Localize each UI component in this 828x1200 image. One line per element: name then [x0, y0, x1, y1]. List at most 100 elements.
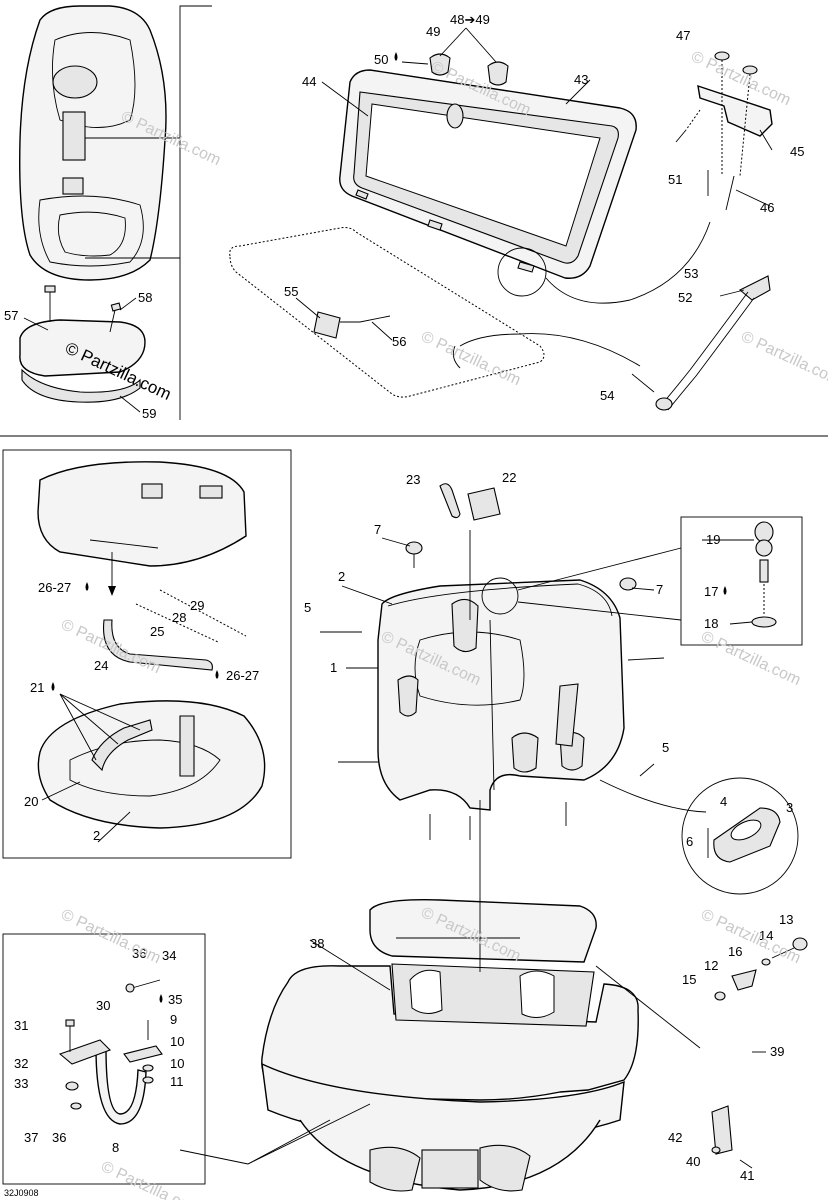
inset-box-bumper — [680, 516, 803, 646]
callout-56: 56 — [392, 334, 406, 349]
callout-31: 31 — [14, 1018, 28, 1033]
callout-9: 9 — [170, 1012, 177, 1027]
seat-shell — [19, 5, 167, 281]
bumper-inset — [751, 521, 777, 628]
callout-35: 35 — [168, 992, 182, 1007]
callout-36-upper: 36 — [132, 946, 146, 961]
rivet-46b — [725, 175, 735, 211]
drop-icons — [51, 52, 727, 1003]
callout-18: 18 — [704, 616, 718, 631]
callout-59: 59 — [142, 406, 156, 421]
cover-hole — [446, 103, 464, 129]
detail-circle-hinge — [497, 247, 547, 297]
callout-38: 38 — [310, 936, 324, 951]
callout-17: 17 — [704, 584, 718, 599]
handle-inset — [58, 979, 163, 1125]
callout-2-inset: 2 — [93, 828, 100, 843]
callout-21: 21 — [30, 680, 44, 695]
screw-34 — [131, 979, 161, 989]
callout-1: 1 — [330, 660, 337, 675]
lid-strut — [711, 937, 808, 1169]
section-frames — [0, 5, 828, 1185]
bracket-12 — [731, 969, 757, 991]
hinge-bracket — [675, 51, 773, 211]
hull-assembly — [179, 800, 701, 1192]
callout-39: 39 — [770, 1044, 784, 1059]
detail-circle-3 — [681, 777, 799, 895]
callout-40: 40 — [686, 1154, 700, 1169]
callout-14: 14 — [759, 928, 773, 943]
drop-icon — [159, 994, 163, 1003]
callout-10-lower: 10 — [170, 1056, 184, 1071]
callout-8: 8 — [112, 1140, 119, 1155]
callout-15: 15 — [682, 972, 696, 987]
tank-cover — [37, 461, 247, 567]
knob-48 — [429, 53, 451, 76]
callout-51: 51 — [668, 172, 682, 187]
callout-37: 37 — [24, 1130, 38, 1145]
callout-45: 45 — [790, 144, 804, 159]
drop-icon — [51, 682, 55, 691]
storage-bin — [377, 530, 707, 813]
handle-8 — [95, 1047, 147, 1125]
bracket-45 — [697, 84, 773, 137]
tie-23 — [439, 483, 461, 519]
watermark: © Partzilla.com — [98, 1158, 203, 1200]
callout-11: 11 — [170, 1074, 184, 1089]
rod-54 — [631, 373, 655, 393]
gas-spring — [631, 275, 771, 411]
callout-6: 6 — [686, 834, 693, 849]
inset-box-tank — [2, 449, 292, 859]
bracket-53 — [739, 275, 771, 301]
callout-7-right: 7 — [656, 582, 663, 597]
clip-7b — [619, 577, 637, 591]
callout-25: 25 — [150, 624, 164, 639]
bumper-19-top — [754, 521, 774, 543]
seat-center-pad — [62, 111, 86, 161]
plate-32 — [58, 1039, 111, 1065]
knob-49 — [487, 61, 509, 86]
spring-end — [655, 397, 673, 411]
bin-lid-38 — [369, 899, 597, 963]
callout-10-upper: 10 — [170, 1034, 184, 1049]
drop-icon — [394, 52, 398, 61]
callout-26-27-upper: 26-27 — [38, 580, 71, 595]
callout-53: 53 — [684, 266, 698, 281]
detail-circle-19 — [481, 577, 519, 615]
callout-49: 49 — [426, 24, 440, 39]
cover-gasket-44 — [365, 103, 601, 247]
tie-56 — [359, 315, 391, 323]
bracket-40 — [711, 1105, 733, 1155]
callout-32: 32 — [14, 1056, 28, 1071]
callout-30: 30 — [96, 998, 110, 1013]
callout-55: 55 — [284, 284, 298, 299]
screw-58 — [109, 309, 116, 333]
callout-44: 44 — [302, 74, 316, 89]
part-55 — [313, 311, 341, 339]
watermark: © Partzilla.com — [738, 328, 828, 389]
tank-2 — [37, 700, 266, 829]
callout-42: 42 — [668, 1130, 682, 1145]
callout-50: 50 — [374, 52, 388, 67]
bin-drain-left — [511, 732, 539, 773]
callout-34: 34 — [162, 948, 176, 963]
bin-fasteners — [320, 541, 665, 840]
bracket-line — [179, 5, 212, 420]
callout-36-lower: 36 — [52, 1130, 66, 1145]
callout-54: 54 — [600, 388, 614, 403]
screw-17 — [759, 559, 769, 583]
inset-box-handle — [2, 933, 206, 1185]
callout-43: 43 — [574, 72, 588, 87]
tray-seal — [21, 368, 141, 403]
callout-7-left: 7 — [374, 522, 381, 537]
callout-58: 58 — [138, 290, 152, 305]
callout-52: 52 — [678, 290, 692, 305]
fuel-tank-inset — [37, 461, 266, 829]
seat-cushion-upper — [52, 65, 98, 99]
callout-20: 20 — [24, 794, 38, 809]
watermark: © Partzilla.com — [698, 628, 803, 689]
hull — [261, 965, 639, 1101]
diagram-code: 32J0908 — [4, 1188, 39, 1198]
drop-icon — [85, 582, 89, 591]
